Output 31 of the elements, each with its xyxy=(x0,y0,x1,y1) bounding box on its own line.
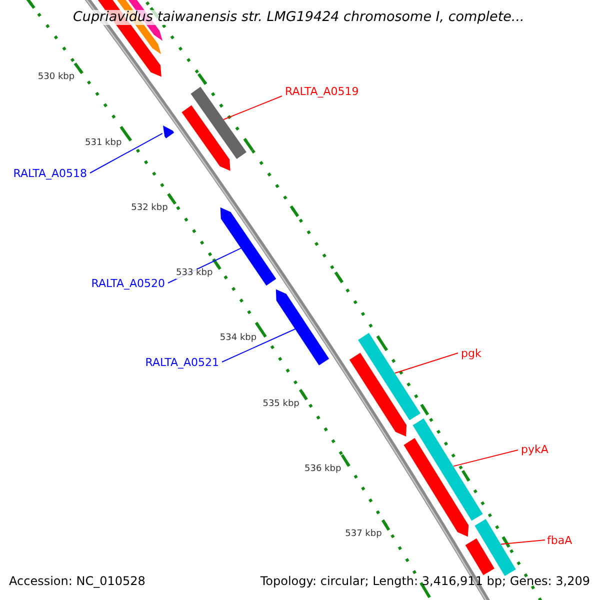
leader-line xyxy=(394,352,458,374)
tick-label: 537 kbp xyxy=(345,530,382,540)
leader-line xyxy=(90,132,163,174)
gene-feature xyxy=(163,126,174,138)
tick-label: 536 kbp xyxy=(304,464,342,475)
leader-line xyxy=(500,540,546,545)
leader-line xyxy=(453,450,518,467)
tick-label: 535 kbp xyxy=(262,400,300,410)
tick-label: 530 kbp xyxy=(38,73,75,84)
accession-text: Accession: NC_010528 xyxy=(9,575,146,588)
gene-feature xyxy=(190,86,246,159)
tick-label: 533 kbp xyxy=(176,269,213,279)
summary-text: Topology: circular; Length: 3,416,911 bp; Genes: 3,209 xyxy=(260,575,590,588)
gene-label: pgk xyxy=(461,348,482,360)
gene-label: RALTA_A0520 xyxy=(91,278,165,290)
gene-label: pykA xyxy=(521,444,548,456)
gene-label: fbaA xyxy=(547,535,572,548)
gene-feature xyxy=(220,207,276,286)
gene-feature xyxy=(412,418,483,521)
title: Cupriavidus taiwanensis str. LMG19424 chromosome I, complete... xyxy=(73,10,524,25)
tick-label: 531 kbp xyxy=(85,138,122,148)
leader-line xyxy=(222,328,296,362)
gene-label: RALTA_A0518 xyxy=(13,168,87,180)
tick-label: 532 kbp xyxy=(131,204,168,214)
gene-label: RALTA_A0521 xyxy=(145,357,219,370)
gene-feature xyxy=(358,332,420,420)
gene-feature xyxy=(474,519,516,576)
leader-line xyxy=(223,96,282,120)
tick-label: 534 kbp xyxy=(220,334,257,344)
gene-feature xyxy=(276,289,330,366)
gene-label: RALTA_A0519 xyxy=(285,86,359,98)
